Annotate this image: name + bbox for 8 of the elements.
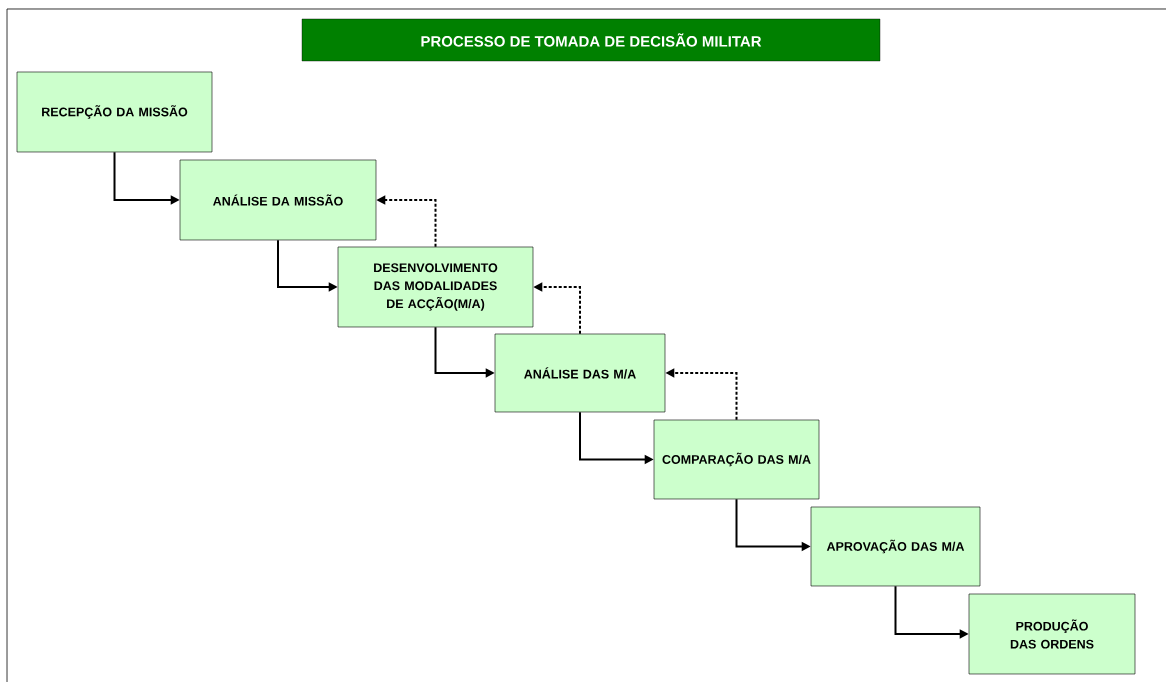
process-box: PRODUÇÃO DAS ORDENS [968,593,1136,675]
process-box: APROVAÇÃO DAS M/A [810,506,981,587]
title-banner: PROCESSO DE TOMADA DE DECISÃO MILITAR [301,18,881,62]
process-box: DESENVOLVIMENTO DAS MODALIDADES DE ACÇÃO(M/A) [337,246,534,328]
process-box: ANÁLISE DA MISSÃO [179,159,377,241]
process-box: ANÁLISE DAS M/A [494,333,666,413]
process-box: RECEPÇÃO DA MISSÃO [16,71,213,153]
process-box: COMPARAÇÃO DAS M/A [653,419,820,500]
